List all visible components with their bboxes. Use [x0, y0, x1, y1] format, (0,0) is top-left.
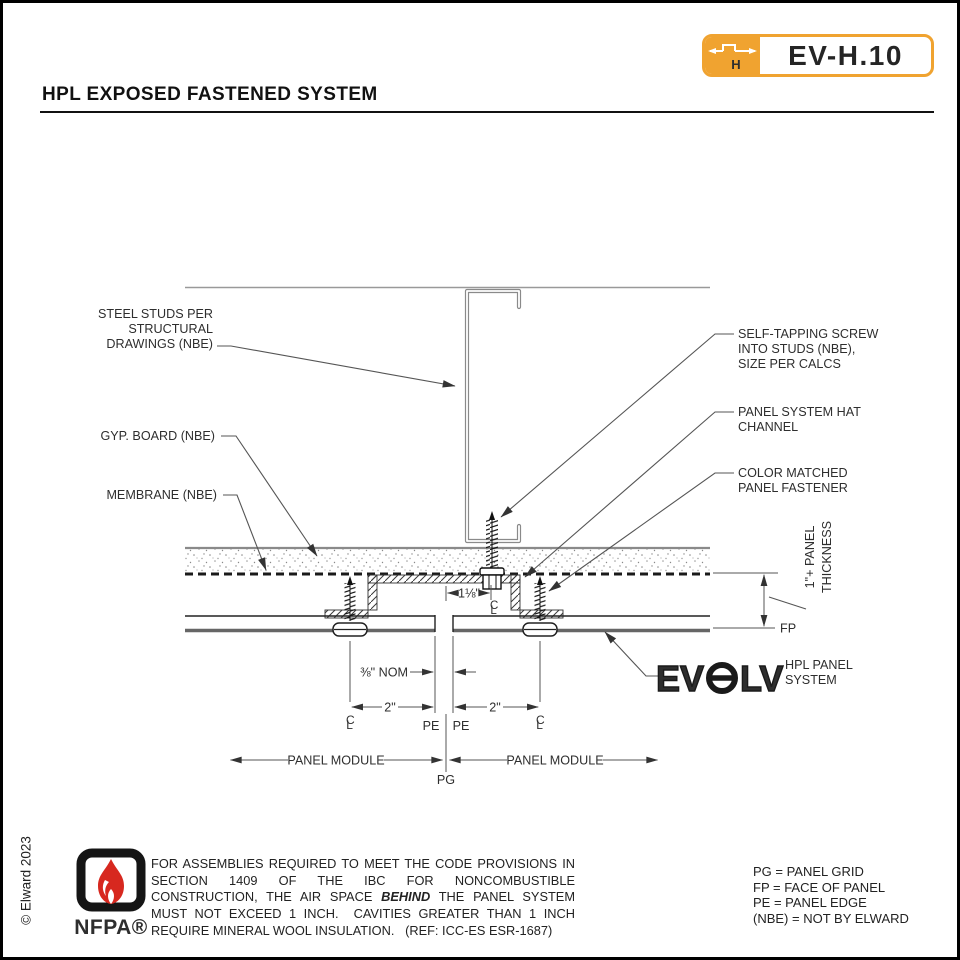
evolv-tagline-2: SYSTEM [785, 673, 837, 687]
copyright-notice: © Elward 2023 [18, 836, 34, 925]
legend-pg: PG = PANEL GRID [753, 864, 864, 879]
abbreviation-legend: PG = PANEL GRID FP = FACE OF PANEL PE = … [753, 864, 909, 926]
callout-steel-studs-1: STEEL STUDS PER [98, 307, 213, 321]
leader-fastener [548, 472, 734, 592]
dim-thickness-1: 1"+ PANEL [803, 526, 817, 589]
centerline-symbol-left: CL [346, 713, 355, 732]
nfpa-logo: NFPA® [72, 846, 150, 947]
title-underline [40, 111, 934, 114]
dim-panel-module-left: PANEL MODULE [287, 754, 384, 768]
evolv-logo: EV LV HPL PANEL SYSTEM [655, 657, 853, 699]
detail-number: EV-H.10 [788, 39, 903, 71]
dim-thickness-2: THICKNESS [820, 521, 834, 593]
gyp-board-band [185, 546, 710, 572]
dim-two-left: 2" [384, 701, 395, 715]
leader-lines [217, 333, 807, 677]
legend-fp: FP = FACE OF PANEL [753, 879, 886, 895]
dim-offset: 1⅛" [458, 587, 480, 601]
callout-fastener-2: PANEL FASTENER [738, 481, 848, 495]
callout-steel-studs-3: DRAWINGS (NBE) [106, 337, 213, 351]
callout-hat-channel-1: PANEL SYSTEM HAT [738, 405, 861, 419]
leader-steel-studs [217, 345, 456, 388]
centerline-symbol-right: CL [536, 713, 545, 732]
callout-self-tapping-1: SELF-TAPPING SCREW [738, 327, 879, 341]
dim-gap: ⅜" NOM [360, 666, 408, 680]
callout-membrane: MEMBRANE (NBE) [106, 488, 217, 502]
evolv-logo-ev: EV [656, 658, 704, 699]
legend-nbe: (NBE) = NOT BY ELWARD [753, 910, 909, 926]
callout-fastener-1: COLOR MATCHED [738, 466, 848, 480]
panel-left [185, 615, 436, 633]
label-pe-right: PE [453, 719, 470, 733]
leader-membrane [223, 494, 267, 571]
badge-icon-letter: H [731, 57, 740, 72]
leader-gyp-board [221, 435, 318, 557]
callout-gyp-board: GYP. BOARD (NBE) [100, 429, 215, 443]
self-tapping-screw [479, 511, 505, 590]
callout-self-tapping-2: INTO STUDS (NBE), [738, 342, 855, 356]
detail-number-badge: H EV-H.10 [702, 34, 934, 77]
panel-right [452, 615, 710, 633]
code-note-post: THE PANEL SYSTEM MUST NOT EXCEED 1 INCH.… [151, 889, 576, 938]
centerline-symbol-offset: CL [490, 600, 498, 617]
leader-evolv-panel [604, 631, 659, 677]
leader-thickness [768, 596, 807, 610]
page-title: HPL EXPOSED FASTENED SYSTEM [42, 84, 378, 105]
dim-two-right: 2" [489, 701, 500, 715]
evolv-logo-lv: LV [740, 658, 783, 699]
label-pg: PG [437, 773, 455, 787]
leader-self-tapping [500, 333, 734, 518]
hat-channel-icon: H [705, 37, 760, 74]
hat-channel-section [324, 574, 564, 619]
nfpa-wordmark: NFPA® [74, 916, 148, 939]
label-pe-left: PE [423, 719, 440, 733]
callout-self-tapping-3: SIZE PER CALCS [738, 357, 841, 371]
nfpa-frame [76, 848, 146, 912]
dimension-lines [229, 572, 778, 772]
code-note-pre: FOR ASSEMBLIES REQUIRED TO MEET THE CODE… [151, 856, 575, 905]
evolv-tagline-1: HPL PANEL [785, 658, 853, 672]
dim-panel-module-right: PANEL MODULE [506, 754, 603, 768]
panel-screw-right [522, 576, 558, 637]
leader-hat-channel [524, 411, 734, 578]
callout-steel-studs-2: STRUCTURAL [128, 322, 213, 336]
steel-stud-profile [464, 288, 522, 544]
code-note: FOR ASSEMBLIES REQUIRED TO MEET THE CODE… [151, 856, 575, 939]
label-fp: FP [780, 622, 796, 636]
legend-pe: PE = PANEL EDGE [753, 895, 867, 911]
code-note-bold: BEHIND [381, 889, 431, 905]
panel-screw-left [332, 576, 368, 637]
callout-hat-channel-2: CHANNEL [738, 420, 798, 434]
